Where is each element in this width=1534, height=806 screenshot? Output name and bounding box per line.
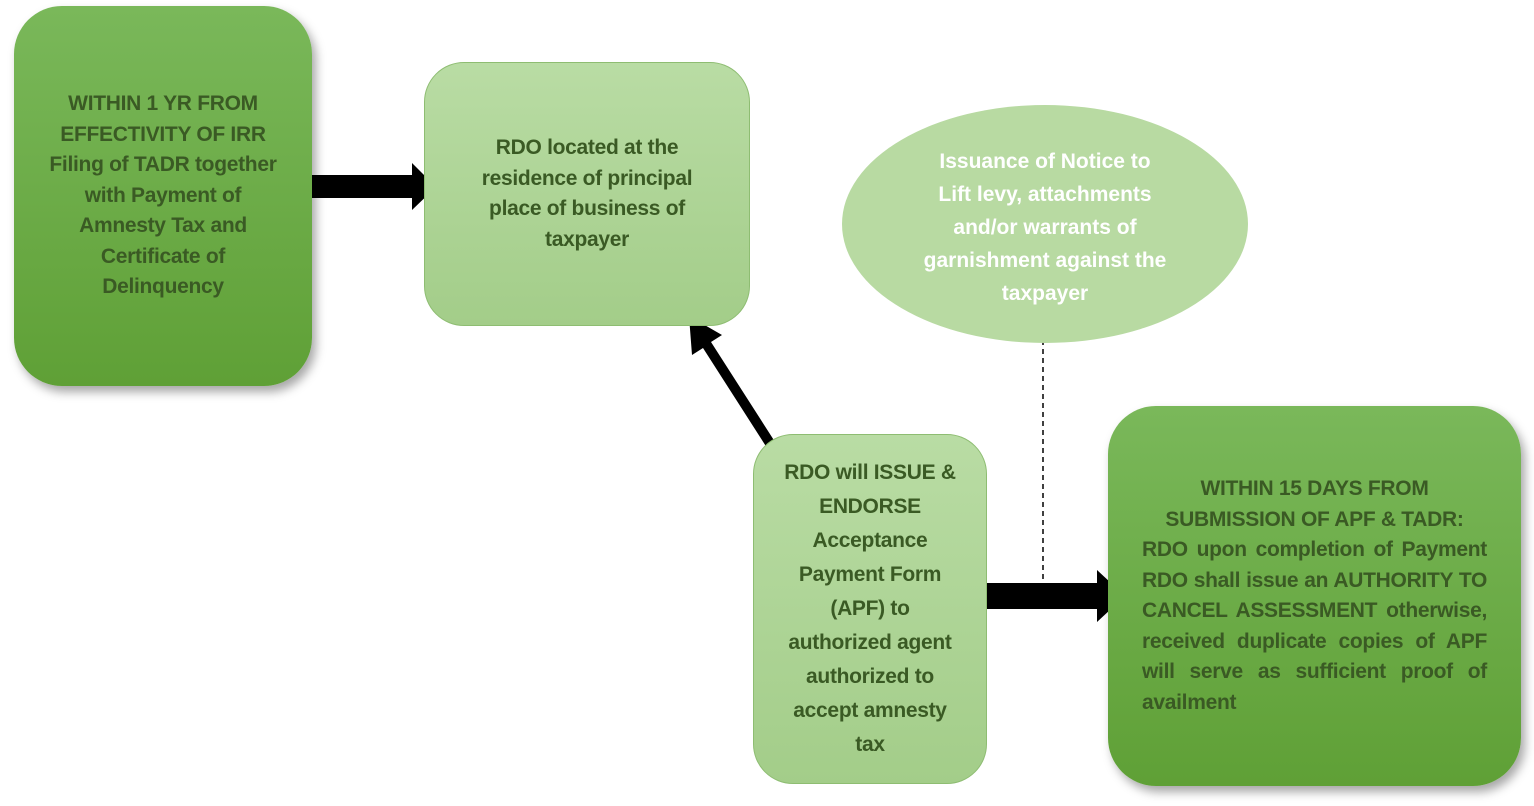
step-3-line: ENDORSE [819, 495, 921, 518]
step-4-line: received duplicate copies of APF [1142, 629, 1487, 653]
step-2-box: RDO located at the residence of principa… [424, 62, 750, 326]
step-3-text: RDO will ISSUE & ENDORSE Acceptance Paym… [772, 456, 967, 762]
step-3-line: tax [855, 733, 885, 756]
notice-line: Issuance of Notice to [939, 150, 1151, 173]
double-arrow-step2-step3 [689, 316, 791, 477]
arrow-step1-to-step2 [305, 163, 436, 210]
step-4-line: WITHIN 15 DAYS FROM [1200, 477, 1429, 500]
step-2-line: RDO located at the [495, 136, 679, 159]
step-1-line: Filing of TADR together [49, 153, 277, 177]
step-3-line: Acceptance [812, 529, 928, 552]
arrow-step3-to-step4 [971, 570, 1125, 622]
notice-line: taxpayer [1001, 282, 1089, 305]
step-1-line: Amnesty Tax and [79, 214, 247, 238]
step-2-line: residence of principal [481, 166, 693, 190]
notice-line: and/or warrants of [953, 216, 1137, 239]
step-1-line: WITHIN 1 YR FROM [68, 92, 258, 116]
notice-line: Lift levy, attachments [938, 183, 1152, 206]
notice-line: garnishment against the [923, 249, 1167, 272]
step-4-box: WITHIN 15 DAYS FROM SUBMISSION OF APF & … [1108, 406, 1521, 786]
step-1-line: Delinquency [102, 275, 224, 299]
step-3-line: (APF) to [830, 597, 910, 620]
step-3-line: RDO will ISSUE & [784, 461, 956, 484]
step-1-line: EFFECTIVITY OF IRR [60, 122, 266, 146]
step-3-line: accept amnesty [793, 699, 947, 722]
step-1-line: with Payment of [84, 183, 242, 207]
step-1-line: Certificate of [100, 244, 226, 268]
step-2-text: RDO located at the residence of principa… [458, 133, 716, 255]
step-4-line: RDO shall issue an AUTHORITY TO [1142, 568, 1487, 592]
step-4-text: WITHIN 15 DAYS FROM SUBMISSION OF APF & … [1108, 474, 1521, 718]
step-4-line: will serve as sufficient proof of [1142, 660, 1487, 683]
step-1-text: WITHIN 1 YR FROM EFFECTIVITY OF IRR Fili… [39, 89, 286, 303]
step-4-line: CANCEL ASSESSMENT otherwise, [1142, 599, 1487, 622]
step-4-line: availment [1142, 690, 1237, 714]
step-2-line: place of business of [489, 197, 685, 220]
step-4-line: SUBMISSION OF APF & TADR: [1165, 507, 1464, 531]
step-2-line: taxpayer [545, 227, 629, 251]
step-4-line: RDO upon completion of Payment [1142, 538, 1487, 561]
step-3-line: authorized agent [788, 631, 952, 654]
notice-text: Issuance of Notice to Lift levy, attachm… [842, 145, 1248, 310]
step-3-line: Payment Form [798, 563, 942, 586]
notice-ellipse: Issuance of Notice to Lift levy, attachm… [842, 105, 1248, 343]
step-3-line: authorized to [806, 665, 934, 688]
step-3-box: RDO will ISSUE & ENDORSE Acceptance Paym… [753, 434, 987, 784]
step-1-box: WITHIN 1 YR FROM EFFECTIVITY OF IRR Fili… [14, 6, 312, 386]
